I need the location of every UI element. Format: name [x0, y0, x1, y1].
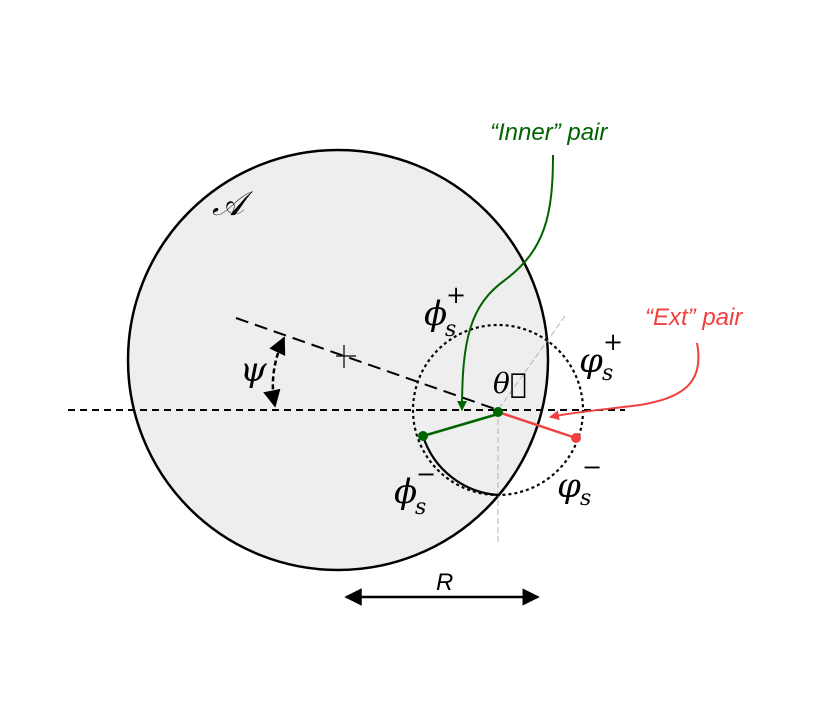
ext-pair-segment — [497, 410, 577, 440]
ext-pair-point — [571, 433, 581, 443]
varphi-minus-sup: − — [582, 453, 602, 481]
ext-pair-arrow — [549, 342, 700, 421]
theta-point — [493, 407, 503, 417]
phi-plus-sup: + — [446, 281, 466, 309]
tilted-axis — [235, 317, 499, 411]
inner-pair-point — [418, 431, 428, 441]
varphi-minus-sub: s — [580, 486, 591, 511]
inner-pair-arrow — [457, 154, 554, 411]
ext-pair-label: “Ext” pair — [645, 304, 743, 331]
varphi-plus-sub: s — [602, 361, 613, 386]
phi-plus-sub: s — [445, 317, 456, 342]
phi-plus-base: ϕ — [424, 294, 447, 334]
varphi-minus-base: φ — [557, 466, 581, 506]
radius-label: R — [436, 569, 453, 596]
varphi-plus-base: φ — [579, 341, 603, 381]
varphi-plus-label: φ s + — [579, 328, 623, 386]
phi-minus-sub: s — [415, 495, 426, 520]
psi-arc-arrow — [263, 336, 286, 408]
inner-pair-segment — [422, 412, 499, 438]
main-disk — [126, 148, 550, 572]
small-circle-solid-arc — [421, 435, 499, 497]
phi-minus-sup: − — [416, 460, 436, 488]
phi-minus-label: ϕ s − — [394, 460, 436, 520]
phi-plus-label: ϕ s + — [424, 281, 466, 342]
varphi-minus-label: φ s − — [557, 453, 602, 511]
inner-pair-label: “Inner” pair — [490, 119, 608, 146]
psi-label: ψ — [240, 350, 267, 390]
phi-minus-base: ϕ — [394, 472, 417, 512]
theta-label: θ⃗ — [493, 367, 527, 400]
guide-line — [497, 315, 566, 411]
varphi-plus-sup: + — [603, 328, 623, 356]
